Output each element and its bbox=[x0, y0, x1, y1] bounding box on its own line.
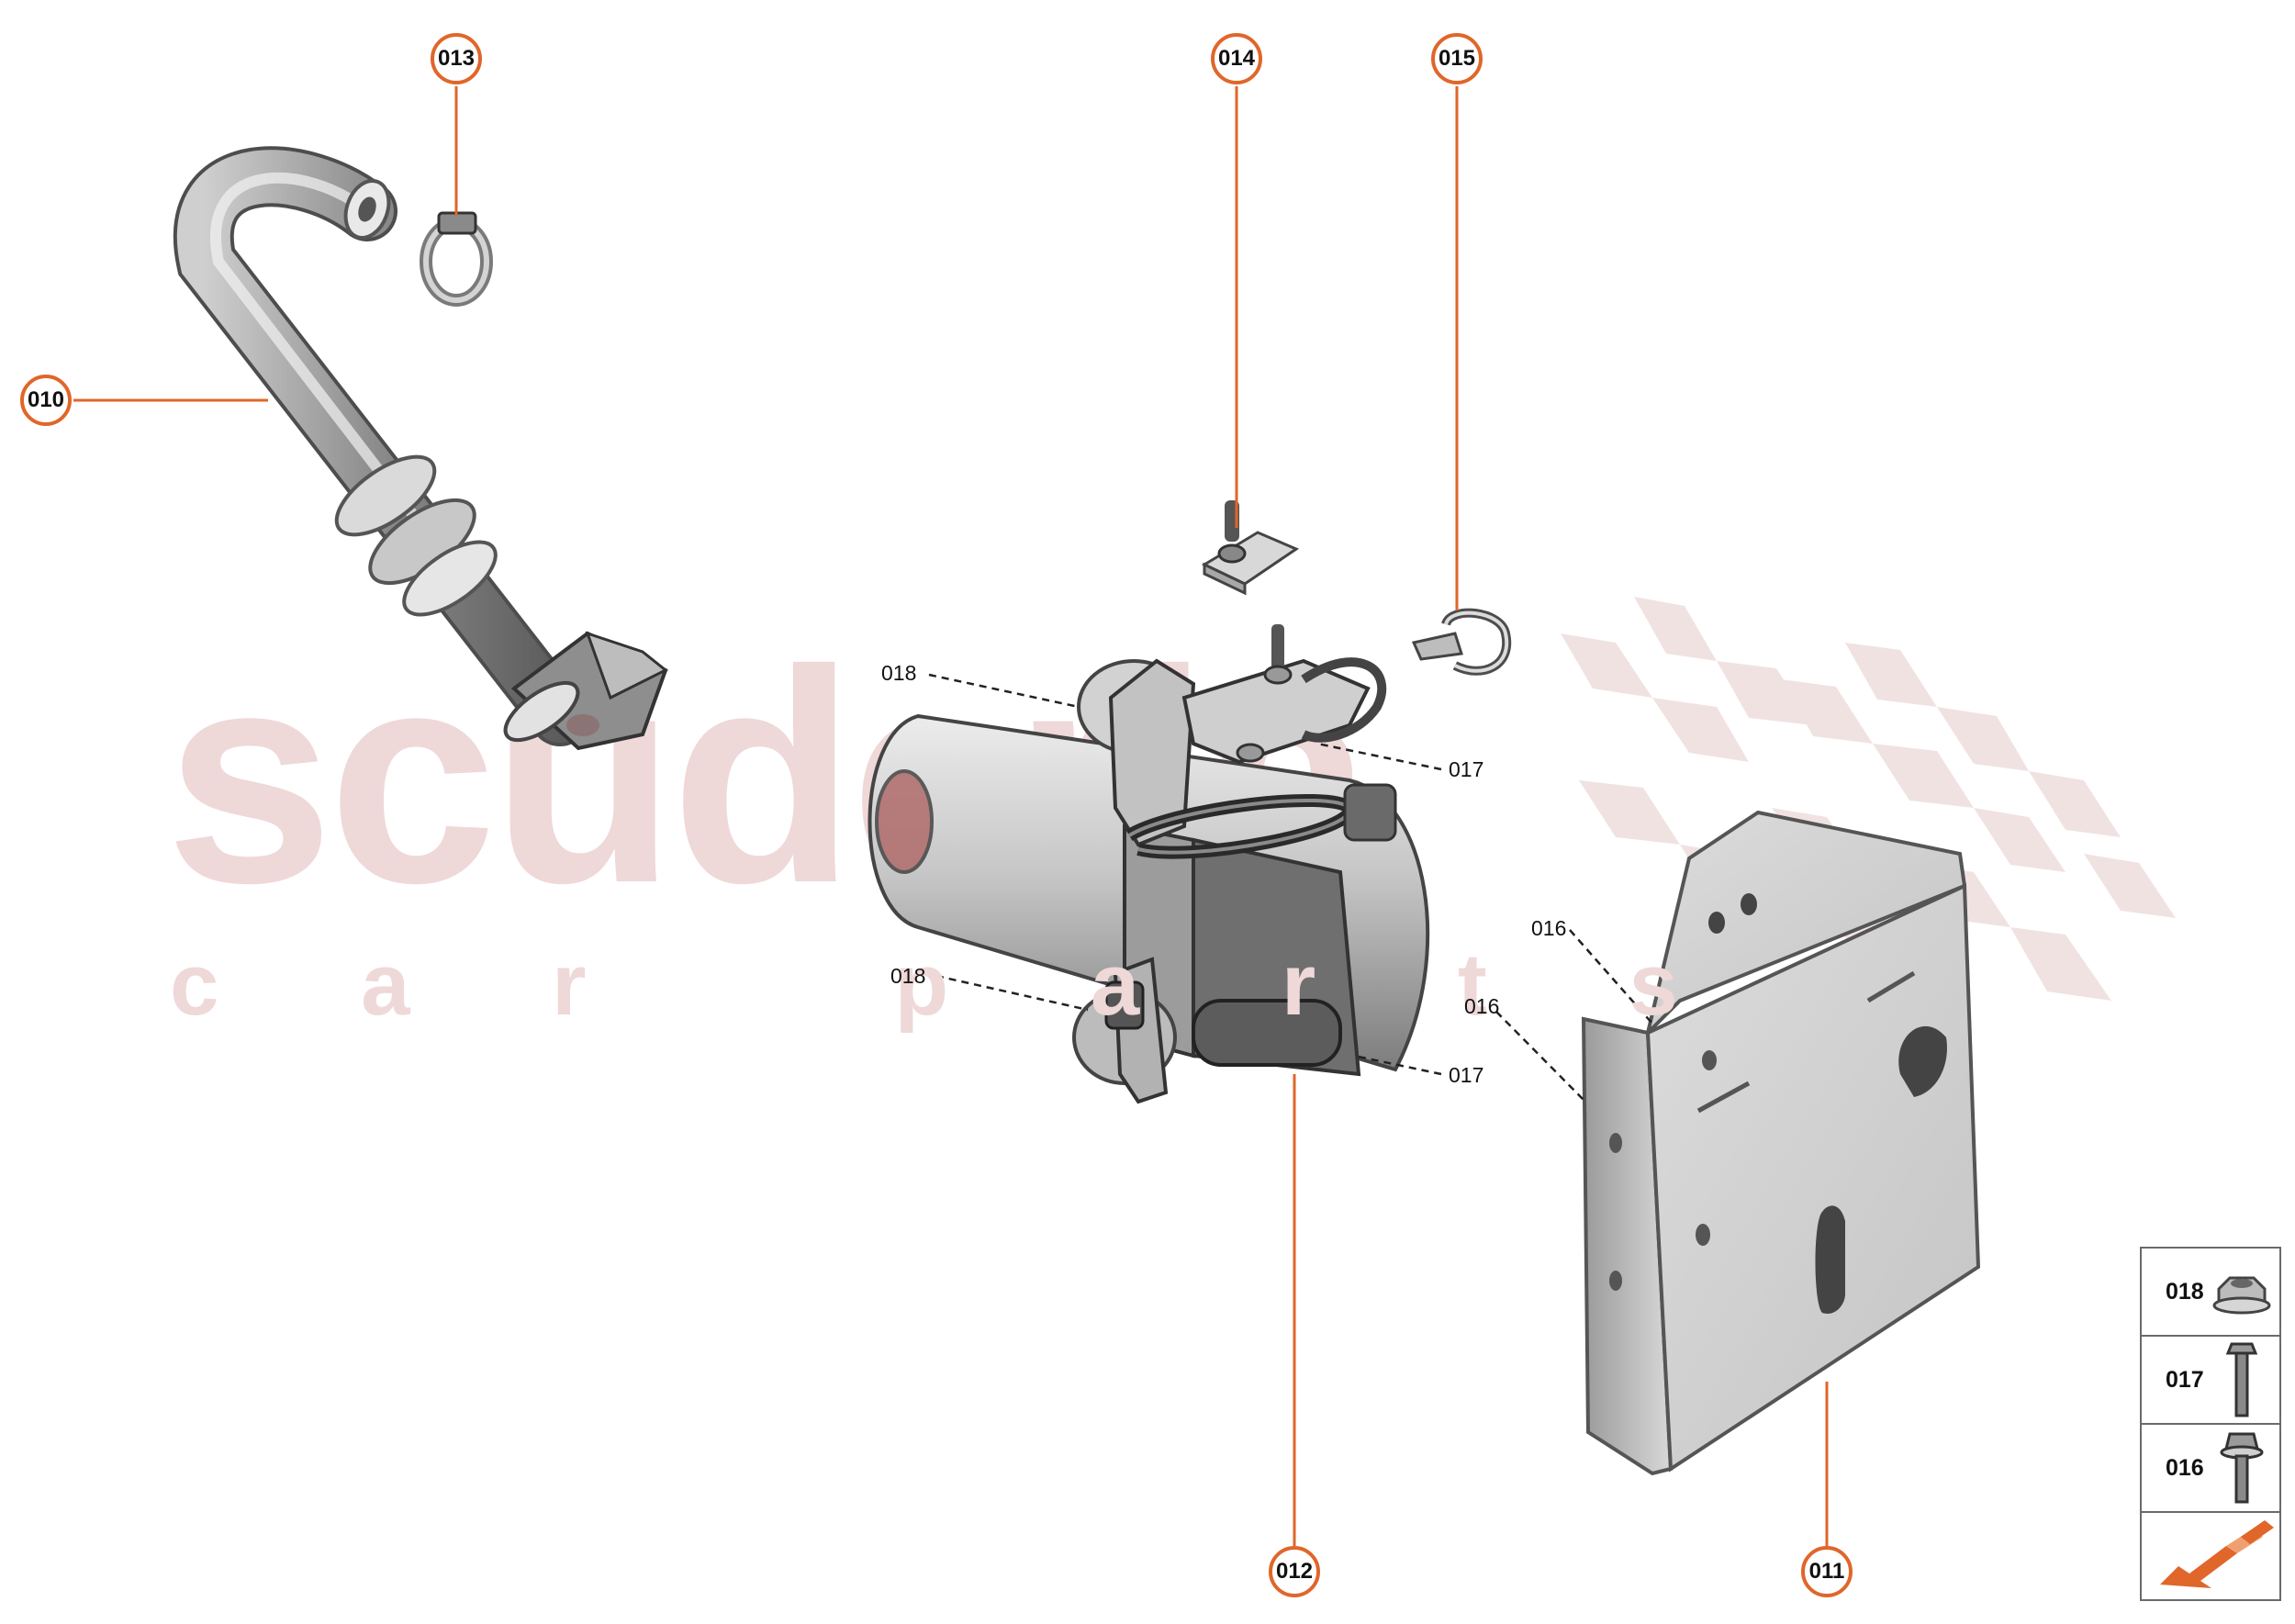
dashed-leaders bbox=[928, 673, 1653, 1101]
label-018-upper[interactable]: 018 bbox=[881, 661, 917, 685]
orange-arrow-icon[interactable] bbox=[2142, 1513, 2279, 1599]
legend-row-017[interactable]: 017 bbox=[2142, 1337, 2279, 1425]
legend-code: 016 bbox=[2166, 1455, 2204, 1481]
label-018-lower[interactable]: 018 bbox=[890, 964, 926, 988]
leader-lines bbox=[73, 86, 1829, 1546]
stud-bracket-part bbox=[1201, 500, 1300, 596]
retaining-clip-part bbox=[1411, 608, 1512, 676]
long-bolt-icon bbox=[2225, 1342, 2258, 1417]
callout-014[interactable]: 014 bbox=[1211, 33, 1262, 84]
callout-013[interactable]: 013 bbox=[431, 33, 482, 84]
label-016-upper[interactable]: 016 bbox=[1531, 916, 1567, 940]
watermark-tagline: c a r p a r t s bbox=[170, 935, 1737, 1034]
flange-bolt-icon bbox=[2220, 1432, 2264, 1504]
pump-assembly-part bbox=[868, 624, 1430, 1104]
hose-pipe-part bbox=[174, 146, 668, 751]
callout-012[interactable]: 012 bbox=[1269, 1546, 1320, 1597]
label-017-lower[interactable]: 017 bbox=[1449, 1063, 1484, 1087]
hose-clamp-part bbox=[420, 211, 493, 307]
legend-row-018[interactable]: 018 bbox=[2142, 1249, 2279, 1337]
callout-010[interactable]: 010 bbox=[20, 375, 72, 426]
legend-row-016[interactable]: 016 bbox=[2142, 1425, 2279, 1513]
callout-015[interactable]: 015 bbox=[1431, 33, 1483, 84]
flange-nut-icon bbox=[2212, 1276, 2271, 1315]
legend-code: 018 bbox=[2166, 1279, 2204, 1305]
label-017-upper[interactable]: 017 bbox=[1449, 757, 1484, 781]
label-016-lower[interactable]: 016 bbox=[1464, 994, 1500, 1018]
callout-011[interactable]: 011 bbox=[1801, 1546, 1853, 1597]
hardware-legend: 018 017 016 bbox=[2140, 1247, 2281, 1601]
mounting-plate-part bbox=[1581, 810, 1981, 1476]
arrow-graphic bbox=[2160, 1520, 2274, 1588]
legend-code: 017 bbox=[2166, 1367, 2204, 1393]
